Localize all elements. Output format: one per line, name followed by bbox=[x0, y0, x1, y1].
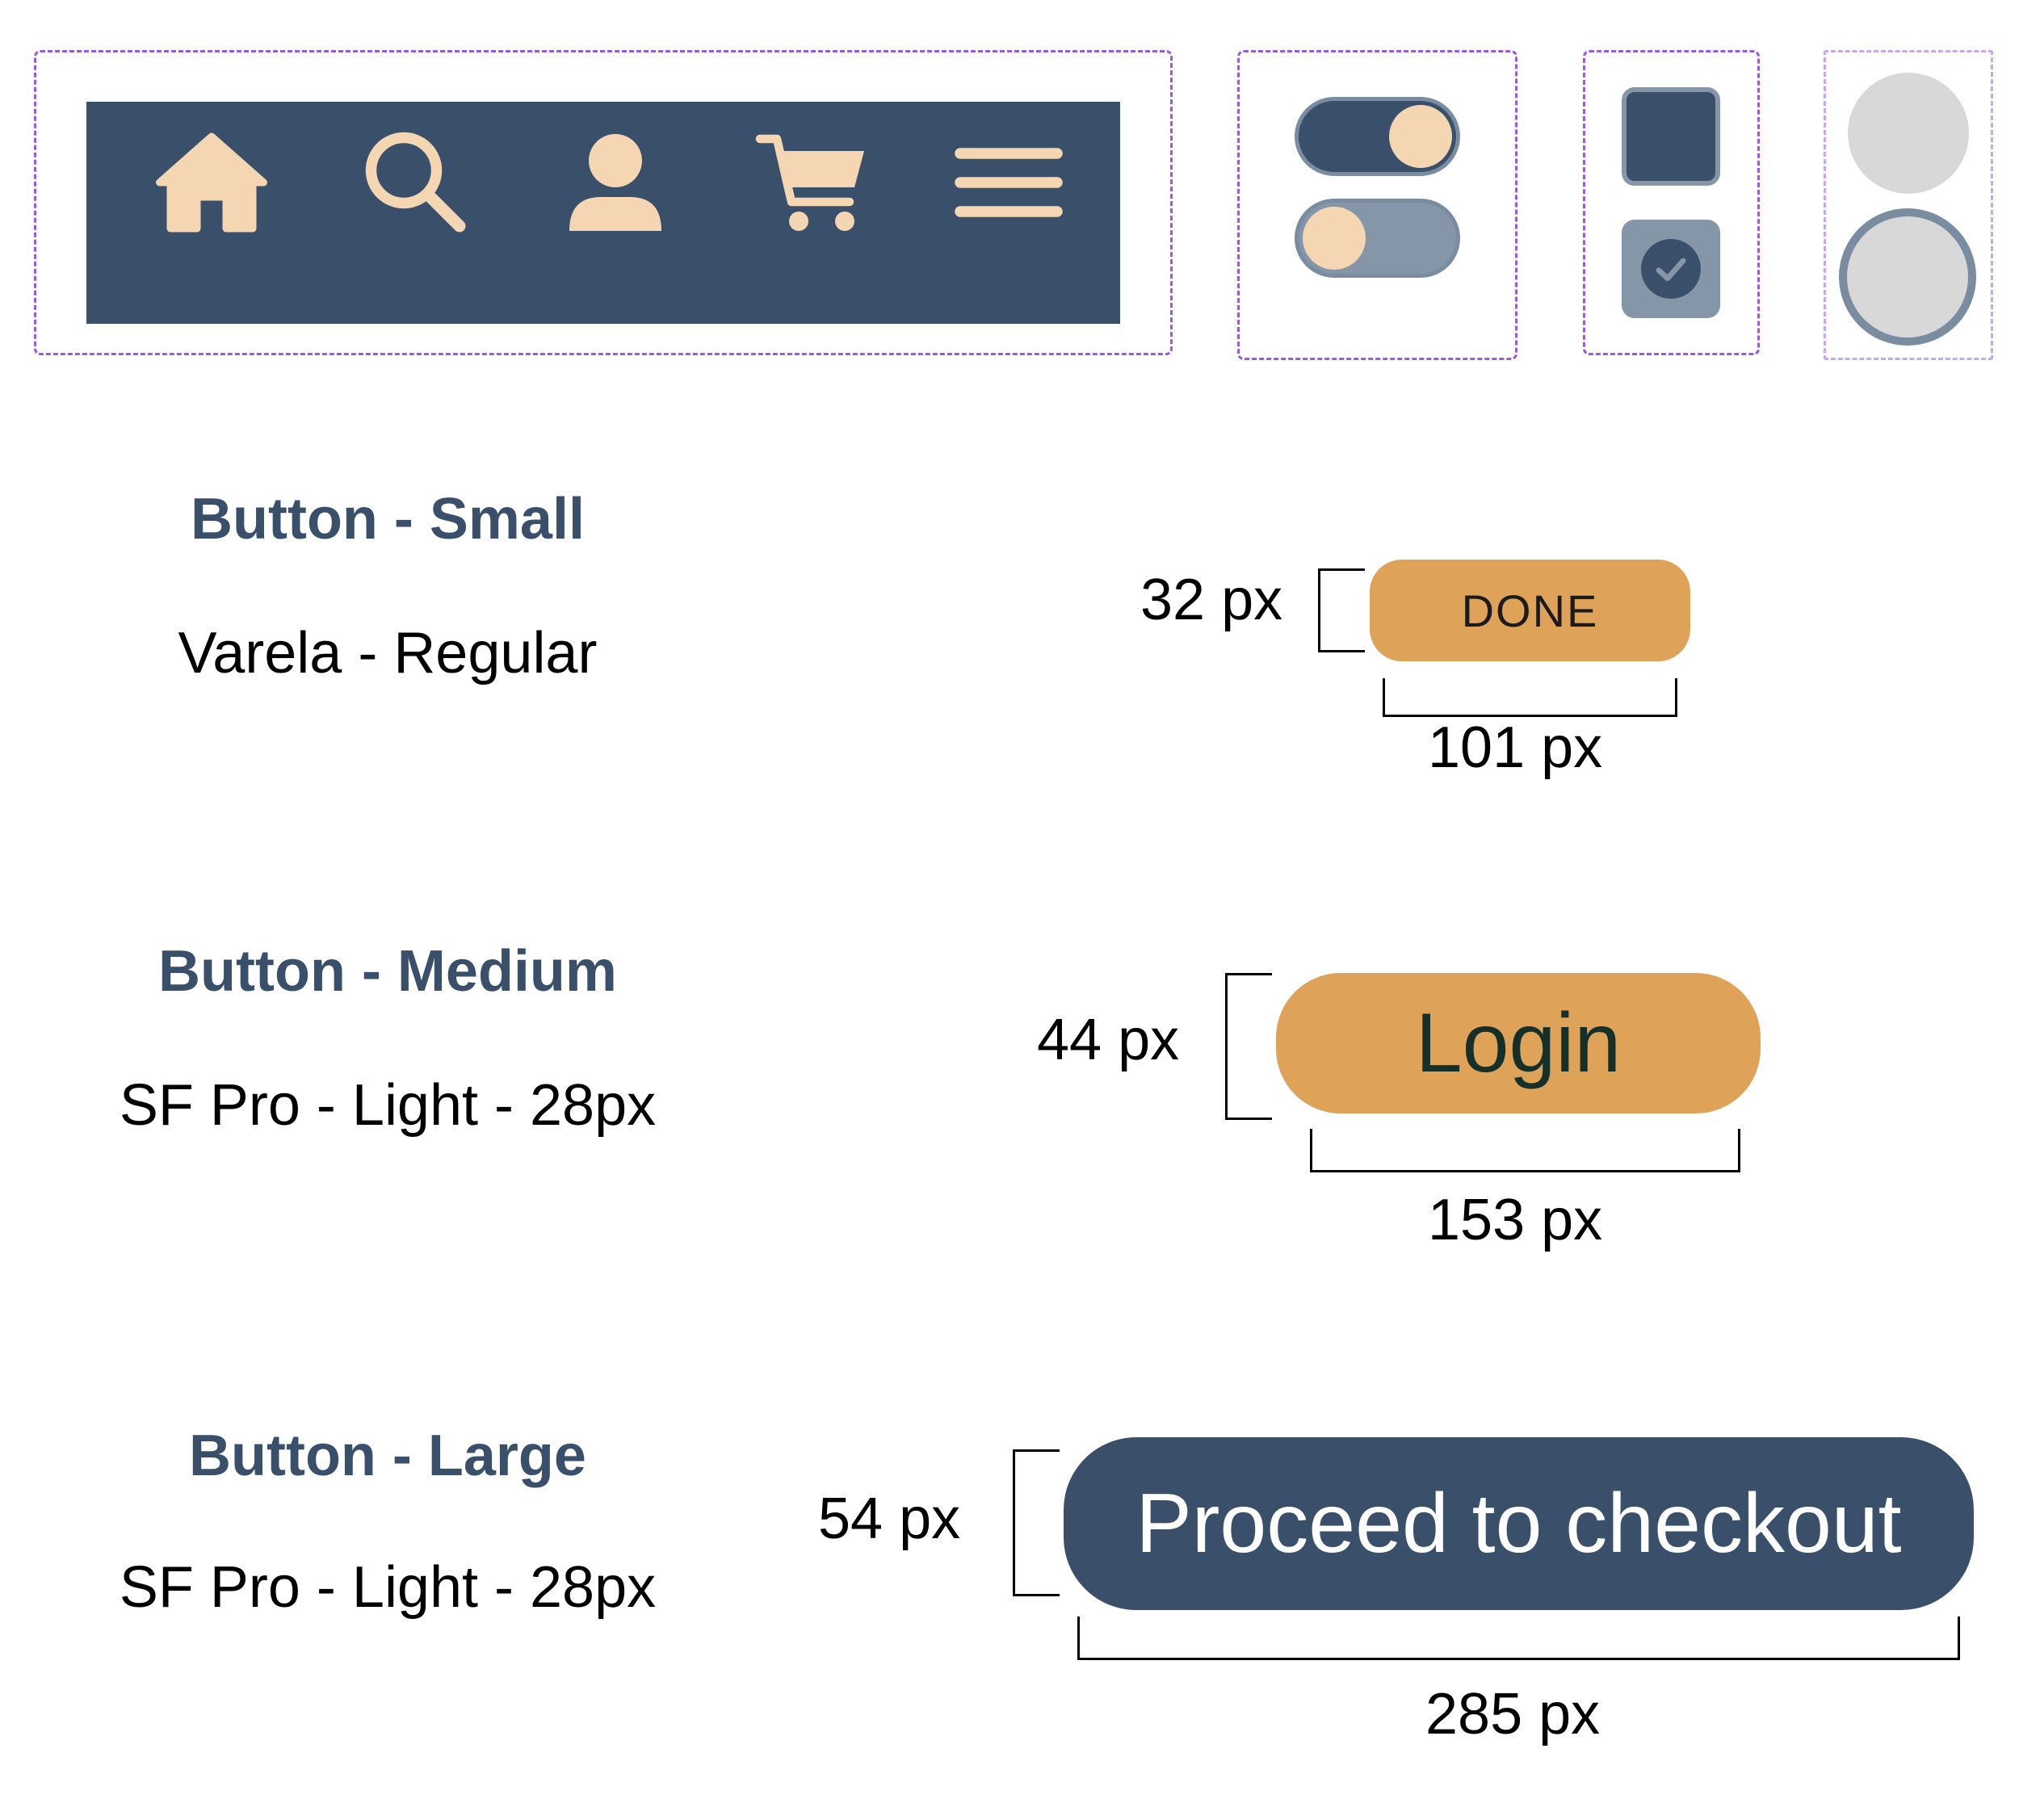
home-icon[interactable] bbox=[147, 118, 276, 247]
small-button-font: Varela - Regular bbox=[178, 621, 598, 686]
bottom-navigation-bar bbox=[86, 102, 1120, 324]
proceed-to-checkout-button[interactable]: Proceed to checkout bbox=[1064, 1437, 1974, 1610]
checkboxes-frame bbox=[1583, 50, 1760, 355]
small-button-title: Button - Small bbox=[191, 487, 585, 551]
width-bracket bbox=[1310, 1129, 1740, 1172]
checkbox-checked[interactable] bbox=[1622, 220, 1720, 318]
height-bracket bbox=[1225, 973, 1272, 1120]
medium-button-height: 44 px bbox=[1037, 1008, 1180, 1072]
toggle-off[interactable] bbox=[1295, 199, 1460, 278]
check-icon bbox=[1641, 239, 1701, 299]
large-button-width: 285 px bbox=[1425, 1682, 1601, 1747]
height-bracket bbox=[1013, 1449, 1060, 1596]
height-bracket bbox=[1318, 568, 1365, 652]
radios-frame bbox=[1824, 50, 1993, 360]
width-bracket bbox=[1077, 1617, 1960, 1660]
user-icon[interactable] bbox=[551, 118, 680, 247]
toggle-knob bbox=[1389, 105, 1452, 168]
menu-icon[interactable] bbox=[944, 118, 1073, 247]
radio-button[interactable] bbox=[1848, 73, 1969, 194]
login-button[interactable]: Login bbox=[1276, 973, 1761, 1113]
radio-button[interactable] bbox=[1839, 208, 1976, 346]
small-button-width: 101 px bbox=[1428, 715, 1603, 780]
toggle-knob bbox=[1303, 207, 1366, 270]
toggles-frame bbox=[1237, 50, 1517, 360]
small-button-height: 32 px bbox=[1140, 568, 1283, 632]
medium-button-width: 153 px bbox=[1428, 1188, 1603, 1252]
medium-button-title: Button - Medium bbox=[158, 939, 617, 1004]
medium-button-font: SF Pro - Light - 28px bbox=[119, 1073, 657, 1138]
checkbox-unchecked[interactable] bbox=[1622, 87, 1720, 186]
width-bracket bbox=[1383, 678, 1677, 717]
large-button-title: Button - Large bbox=[189, 1424, 586, 1488]
large-button-height: 54 px bbox=[818, 1487, 961, 1551]
search-icon[interactable] bbox=[349, 118, 478, 247]
done-button[interactable]: DONE bbox=[1370, 560, 1690, 661]
toggle-on[interactable] bbox=[1295, 97, 1460, 176]
cart-icon[interactable] bbox=[749, 118, 878, 247]
large-button-font: SF Pro - Light - 28px bbox=[119, 1555, 657, 1620]
navbar-frame bbox=[34, 50, 1173, 355]
